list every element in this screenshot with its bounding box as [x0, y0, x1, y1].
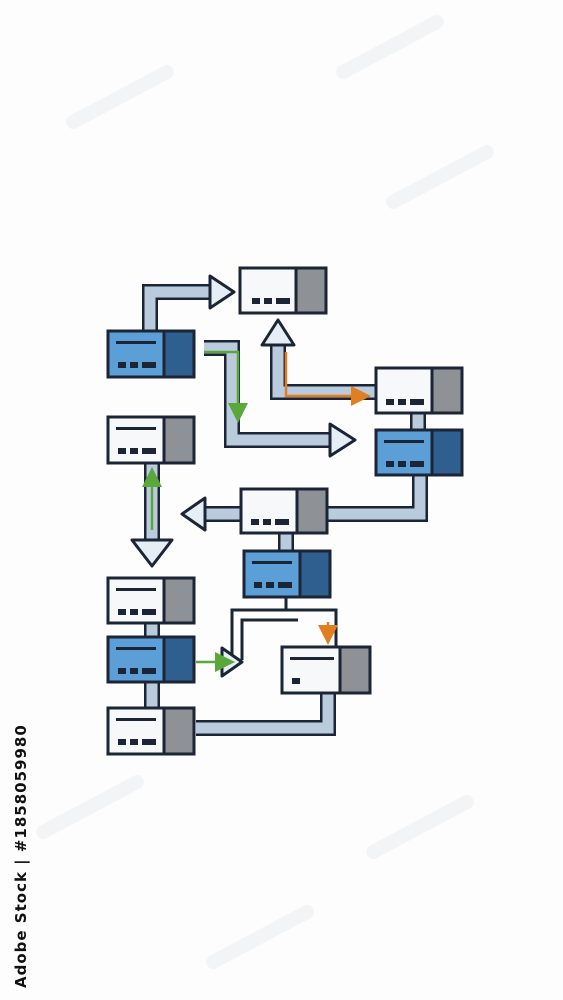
hollow-arrow-icon	[260, 318, 296, 347]
pipe-left-arrow	[328, 476, 428, 522]
server-box-icon	[106, 415, 196, 465]
pipe-up-arrow	[270, 345, 376, 400]
watermark	[36, 15, 494, 969]
server-box-icon	[374, 366, 464, 415]
stock-image-id: Adobe Stock | #1858059980	[12, 724, 30, 988]
server-box-icon	[239, 487, 329, 535]
hollow-arrow-icon	[180, 496, 207, 532]
server-box-icon	[374, 428, 464, 477]
signal-arrows	[142, 350, 371, 672]
server-box-icon	[238, 266, 328, 315]
green-arrow-icon	[204, 350, 248, 423]
server-box-icon	[106, 706, 196, 756]
server-box-icon	[242, 549, 332, 599]
hollow-arrow-icon	[328, 422, 357, 458]
pipe-middle-right	[204, 340, 330, 448]
boxes	[106, 266, 464, 756]
server-box-icon	[106, 576, 196, 625]
hollow-arrow-icon	[130, 538, 174, 568]
pipe-bottom	[196, 692, 336, 736]
server-box-icon	[106, 329, 196, 379]
server-box-icon	[106, 635, 196, 684]
hollow-arrow-icon	[208, 274, 236, 310]
server-box-icon	[280, 645, 372, 695]
orange-arrow-icon	[284, 352, 371, 406]
pipe-top-right	[142, 284, 210, 340]
